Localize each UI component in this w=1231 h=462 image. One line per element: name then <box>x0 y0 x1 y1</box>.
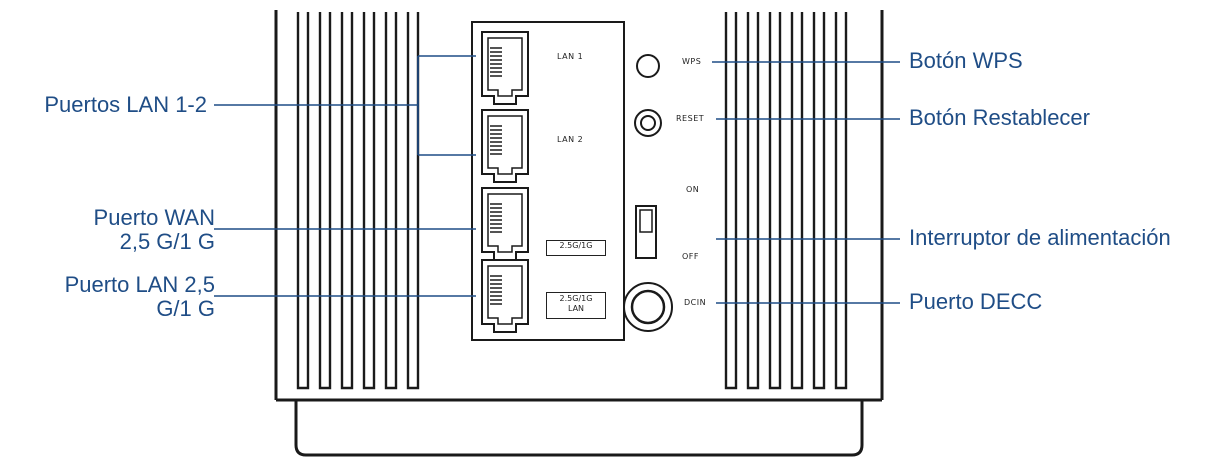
wps-device-label: WPS <box>682 57 702 66</box>
power-switch-graphic <box>635 205 657 259</box>
callout-lan25-line1: Puerto LAN 2,5 <box>64 272 215 297</box>
right-vent-slat <box>746 12 760 390</box>
wan-speed-badge-text: 2.5G/1G <box>559 241 593 250</box>
right-vent-slat <box>834 12 848 390</box>
right-vent-grille <box>724 12 848 390</box>
on-device-label: ON <box>686 185 700 194</box>
lan25-badge-line1: 2.5G/1G <box>559 294 593 303</box>
dcin-device-label: DCIN <box>684 298 707 307</box>
left-vent-grille <box>296 12 420 390</box>
ethernet-port-wan <box>481 187 529 261</box>
right-vent-slat <box>724 12 738 390</box>
callout-reset-text: Botón Restablecer <box>909 105 1090 130</box>
callout-wps-text: Botón WPS <box>909 48 1023 73</box>
right-vent-slat <box>790 12 804 390</box>
left-vent-slat <box>318 12 332 390</box>
off-device-label: OFF <box>682 252 699 261</box>
ethernet-port-lan2 <box>481 109 529 183</box>
left-vent-slat <box>296 12 310 390</box>
callout-power-text: Interruptor de alimentación <box>909 225 1171 250</box>
callout-power-switch: Interruptor de alimentación <box>909 226 1171 250</box>
callout-lan25-line2: G/1 G <box>156 296 215 321</box>
lan25-speed-badge: 2.5G/1G LAN <box>546 292 606 319</box>
left-vent-slat <box>406 12 420 390</box>
ethernet-port-lan1 <box>481 31 529 105</box>
ethernet-port-lan25 <box>481 259 529 333</box>
dc-in-port-graphic <box>623 282 673 332</box>
reset-button-graphic <box>634 109 662 137</box>
callout-lan25-port: Puerto LAN 2,5 G/1 G <box>65 273 215 321</box>
callout-lan-ports-text: Puertos LAN 1-2 <box>44 92 207 117</box>
callout-reset-button: Botón Restablecer <box>909 106 1090 130</box>
lan1-port-label: LAN 1 <box>557 52 584 61</box>
leader-lines <box>214 55 900 304</box>
reset-device-label: RESET <box>676 114 705 123</box>
port-panel <box>471 21 625 341</box>
router-body <box>274 10 884 457</box>
lan2-port-label: LAN 2 <box>557 135 584 144</box>
callout-decc-port: Puerto DECC <box>909 290 1042 314</box>
callout-decc-text: Puerto DECC <box>909 289 1043 314</box>
callout-wan-port: Puerto WAN 2,5 G/1 G <box>94 206 215 254</box>
wps-button-graphic <box>636 54 660 78</box>
left-vent-slat <box>384 12 398 390</box>
wan-speed-badge: 2.5G/1G <box>546 240 606 256</box>
right-vent-slat <box>812 12 826 390</box>
callout-wan-line2: 2,5 G/1 G <box>119 229 215 254</box>
right-vent-slat <box>768 12 782 390</box>
callout-wan-line1: Puerto WAN <box>93 205 215 230</box>
lan25-badge-line2: LAN <box>567 304 585 313</box>
left-vent-slat <box>362 12 376 390</box>
left-vent-slat <box>340 12 354 390</box>
callout-wps-button: Botón WPS <box>909 49 1023 73</box>
callout-lan-ports: Puertos LAN 1-2 <box>44 93 207 117</box>
